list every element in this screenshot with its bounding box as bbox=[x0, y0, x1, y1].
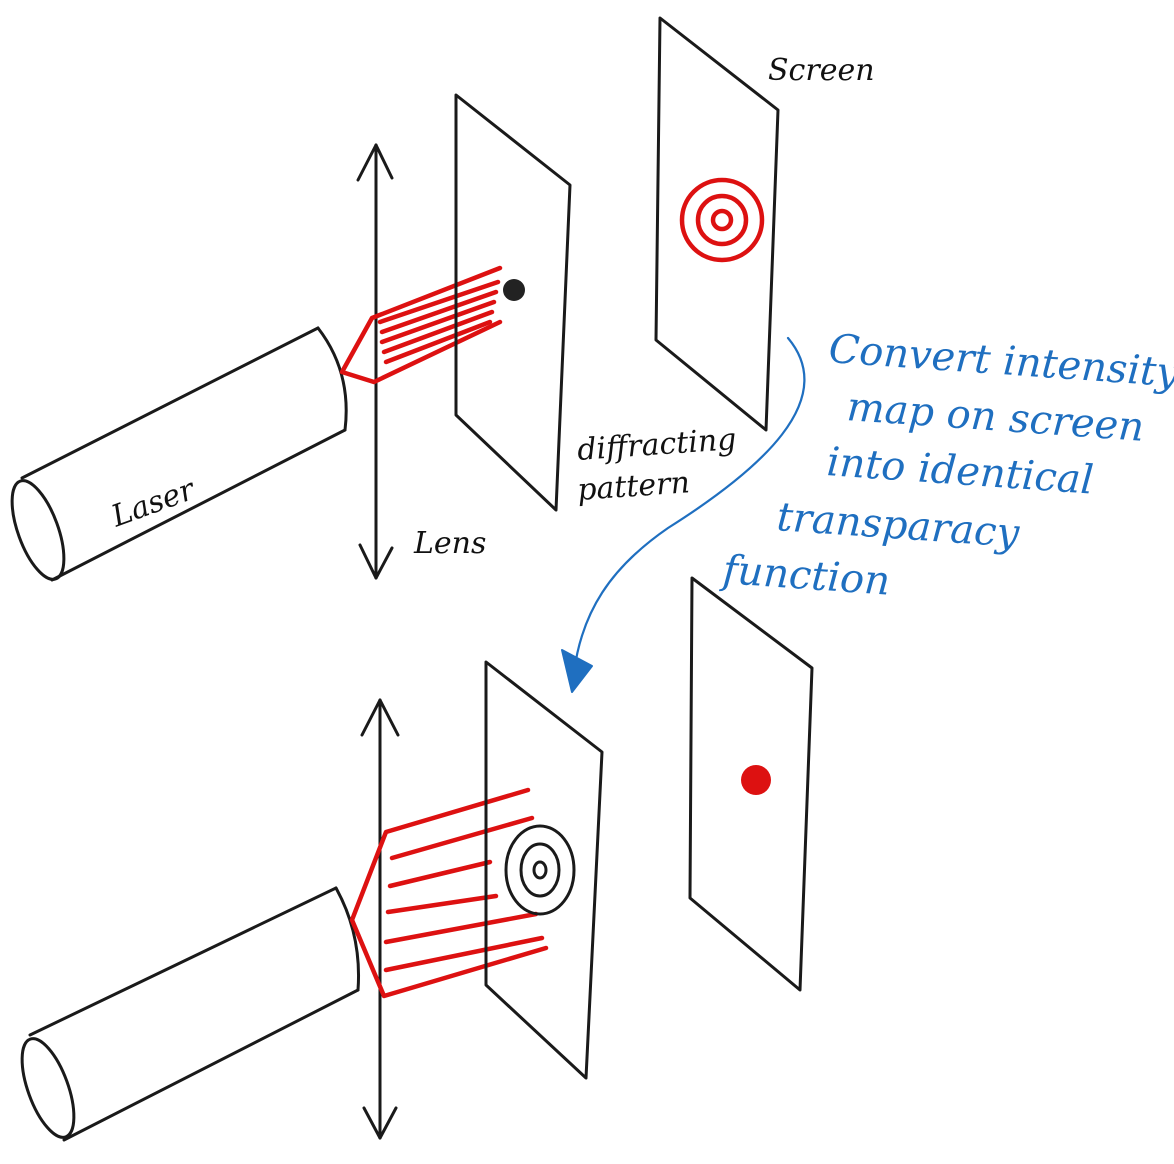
annotation-line-3: into identical bbox=[825, 439, 1095, 504]
diffracting-label-line2: pattern bbox=[576, 465, 691, 508]
top-screen-outline bbox=[654, 16, 780, 432]
screen-label: Screen bbox=[768, 53, 875, 88]
bottom-beam bbox=[349, 787, 549, 999]
top-lens-arrowhead-up bbox=[356, 143, 394, 182]
bottom-beam-ray bbox=[383, 911, 539, 945]
top-beam-ray bbox=[377, 279, 501, 325]
top-laser-front-end bbox=[316, 326, 348, 432]
top-laser-back-end bbox=[10, 479, 66, 581]
bottom-plate-ring-middle bbox=[519, 842, 561, 898]
bottom-laser-lower-edge bbox=[62, 988, 360, 1142]
bottom-plate-outline bbox=[484, 660, 604, 1080]
top-beam-ray bbox=[381, 309, 495, 355]
bottom-lens-arrowhead-up bbox=[360, 698, 400, 737]
top-screen-ring-outer bbox=[679, 177, 765, 263]
top-laser-lower-edge bbox=[50, 428, 347, 582]
top-beam-cone bbox=[339, 265, 503, 385]
bottom-screen bbox=[688, 576, 814, 992]
bottom-lens-arrowhead-down bbox=[362, 1106, 398, 1140]
top-lens-arrowhead-down bbox=[358, 543, 394, 580]
bottom-laser-upper-edge bbox=[28, 886, 338, 1037]
bottom-laser bbox=[20, 886, 360, 1142]
bottom-beam-ray bbox=[383, 935, 545, 973]
diffracting-label-line1: diffracting bbox=[576, 422, 737, 468]
bottom-beam-ray bbox=[387, 859, 493, 889]
top-beam-ray bbox=[383, 319, 493, 365]
top-screen-ring-inner bbox=[710, 208, 734, 232]
top-beam-ray bbox=[379, 289, 499, 335]
bottom-beam-ray bbox=[385, 893, 499, 915]
top-lens: Lens bbox=[356, 143, 486, 580]
top-setup: Laser Lens diffracting pattern bbox=[10, 16, 875, 582]
top-diffracting-plate: diffracting pattern bbox=[454, 93, 737, 512]
bottom-laser-back-end bbox=[20, 1037, 76, 1139]
top-laser: Laser bbox=[10, 326, 348, 582]
lens-label: Lens bbox=[413, 526, 486, 561]
bottom-lens bbox=[360, 698, 400, 1140]
top-beam bbox=[339, 265, 503, 385]
bottom-laser-front-end bbox=[334, 886, 360, 992]
top-screen: Screen bbox=[654, 16, 875, 432]
bottom-transparency-plate bbox=[484, 660, 604, 1080]
bottom-beam-ray bbox=[389, 815, 535, 861]
annotation-line-5: function bbox=[718, 547, 891, 605]
top-laser-upper-edge bbox=[20, 326, 320, 480]
annotation-line-2: map on screen bbox=[845, 384, 1145, 451]
annotation: Convert intensity map on screen into ide… bbox=[561, 326, 1174, 693]
annotation-line-4: transparacy bbox=[775, 494, 1022, 557]
top-plate-aperture bbox=[503, 279, 525, 301]
bottom-beam-cone bbox=[349, 787, 549, 999]
top-screen-ring-middle bbox=[695, 193, 749, 247]
laser-label: Laser bbox=[106, 472, 201, 535]
bottom-screen-spot bbox=[741, 765, 771, 795]
annotation-arrow-curve bbox=[572, 336, 806, 674]
annotation-arrowhead bbox=[561, 649, 593, 693]
bottom-setup bbox=[20, 576, 814, 1142]
bottom-plate-ring-outer bbox=[504, 824, 576, 916]
top-beam-ray bbox=[379, 299, 497, 345]
bottom-screen-outline bbox=[688, 576, 814, 992]
bottom-plate-ring-inner bbox=[532, 860, 548, 880]
top-plate-outline bbox=[454, 93, 572, 512]
